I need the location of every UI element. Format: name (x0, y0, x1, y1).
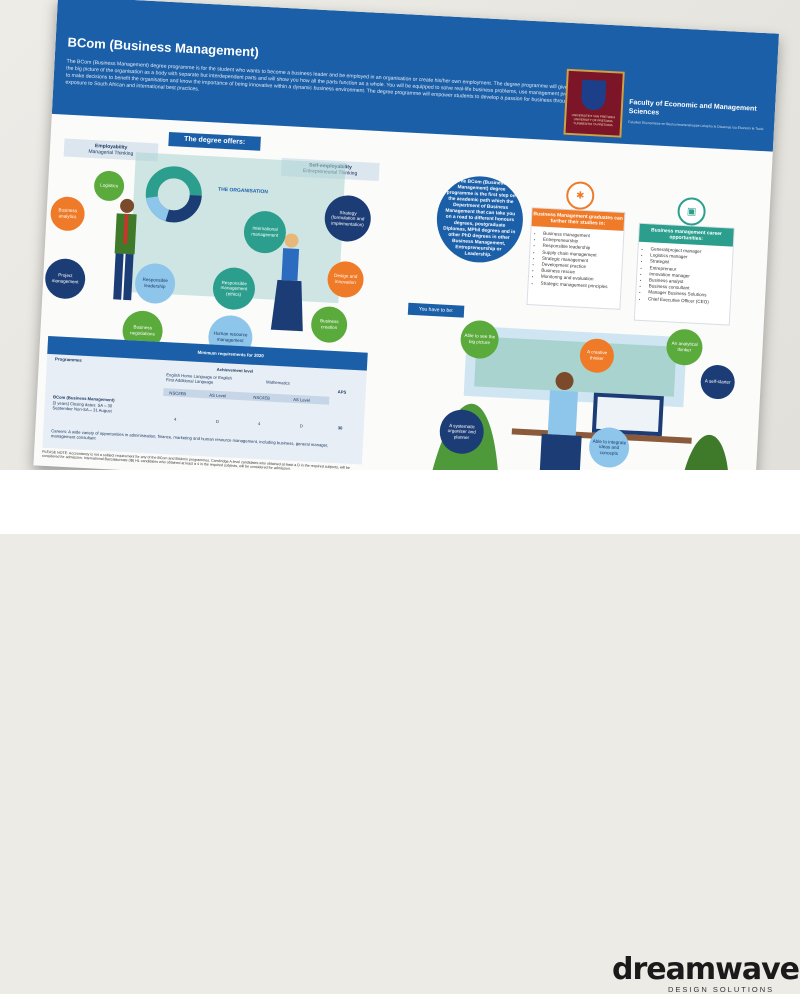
value-4: D (299, 423, 303, 429)
footer-bar: dreamwave DESIGN SOLUTIONS (0, 470, 800, 994)
col-programmes: Programmes (54, 356, 82, 363)
sub-as-1: AS Level (209, 392, 227, 399)
faculty-name: Faculty of Economic and Management Scien… (628, 99, 757, 117)
man-figure (113, 198, 137, 301)
sub-as-2: AS Level (293, 396, 311, 403)
aps-value: 30 (337, 425, 343, 431)
graduates-title: Business Management graduates can furthe… (531, 208, 625, 231)
degree-offers-label: The degree offers: (168, 131, 261, 151)
requirements-table: Programmes Minimum requirements for 2020… (42, 335, 368, 465)
circle-business-analytics: Business analytics (49, 195, 86, 232)
logo-subtitle: DESIGN SOLUTIONS (668, 985, 775, 994)
dreamwave-logo: dreamwave (612, 952, 800, 987)
col-english: English Home Language or English First A… (165, 372, 233, 385)
university-crest: UNIVERSITEIT VAN PRETORIA UNIVERSITY OF … (563, 68, 625, 138)
value-2: D (215, 418, 220, 425)
graduates-list: Business management Entrepreneurship Res… (534, 230, 610, 290)
career-list: General/project manager Logistics manage… (642, 246, 712, 305)
careers-box: Business management career opportunities… (633, 222, 735, 326)
network-icon: ✱ (565, 180, 595, 211)
value-3: 4 (257, 421, 261, 427)
circle-project-management: Project management (44, 257, 87, 300)
graduates-box: Business Management graduates can furthe… (526, 207, 626, 310)
brochure-title: BCom (Business Management) (67, 34, 260, 60)
crest-shield-icon (580, 79, 607, 111)
circle-business-creation: Business creation (310, 305, 349, 344)
col-aps: APS (337, 389, 347, 395)
value-1: 4 (173, 416, 177, 422)
circle-design-innovation: Design and innovation (326, 260, 365, 299)
career-title: Business management career opportunities… (638, 223, 734, 247)
col-achievement: Achievement level (216, 366, 254, 374)
row-detail: [3 years] Closing dates: SA – 30 Septemb… (52, 400, 113, 414)
sub-nsc-1: NSC/IEB (169, 390, 187, 397)
col-maths: Mathematics (265, 379, 290, 386)
donut-graphic (145, 166, 202, 223)
woman-figure (270, 233, 303, 332)
careers-text: Careers: A wide variety of opportunities… (50, 428, 329, 448)
brochure: BCom (Business Management) The BCom (Bus… (33, 0, 780, 504)
crest-text: UNIVERSITEIT VAN PRETORIA UNIVERSITY OF … (571, 113, 616, 128)
academic-path-bubble: The BCom (Business Management) degree pr… (434, 174, 526, 265)
intro-text: The BCom (Business Management) degree pr… (65, 58, 585, 105)
sub-nsc-2: NSC/IEB (253, 394, 271, 401)
briefcase-icon: ▣ (676, 196, 707, 227)
